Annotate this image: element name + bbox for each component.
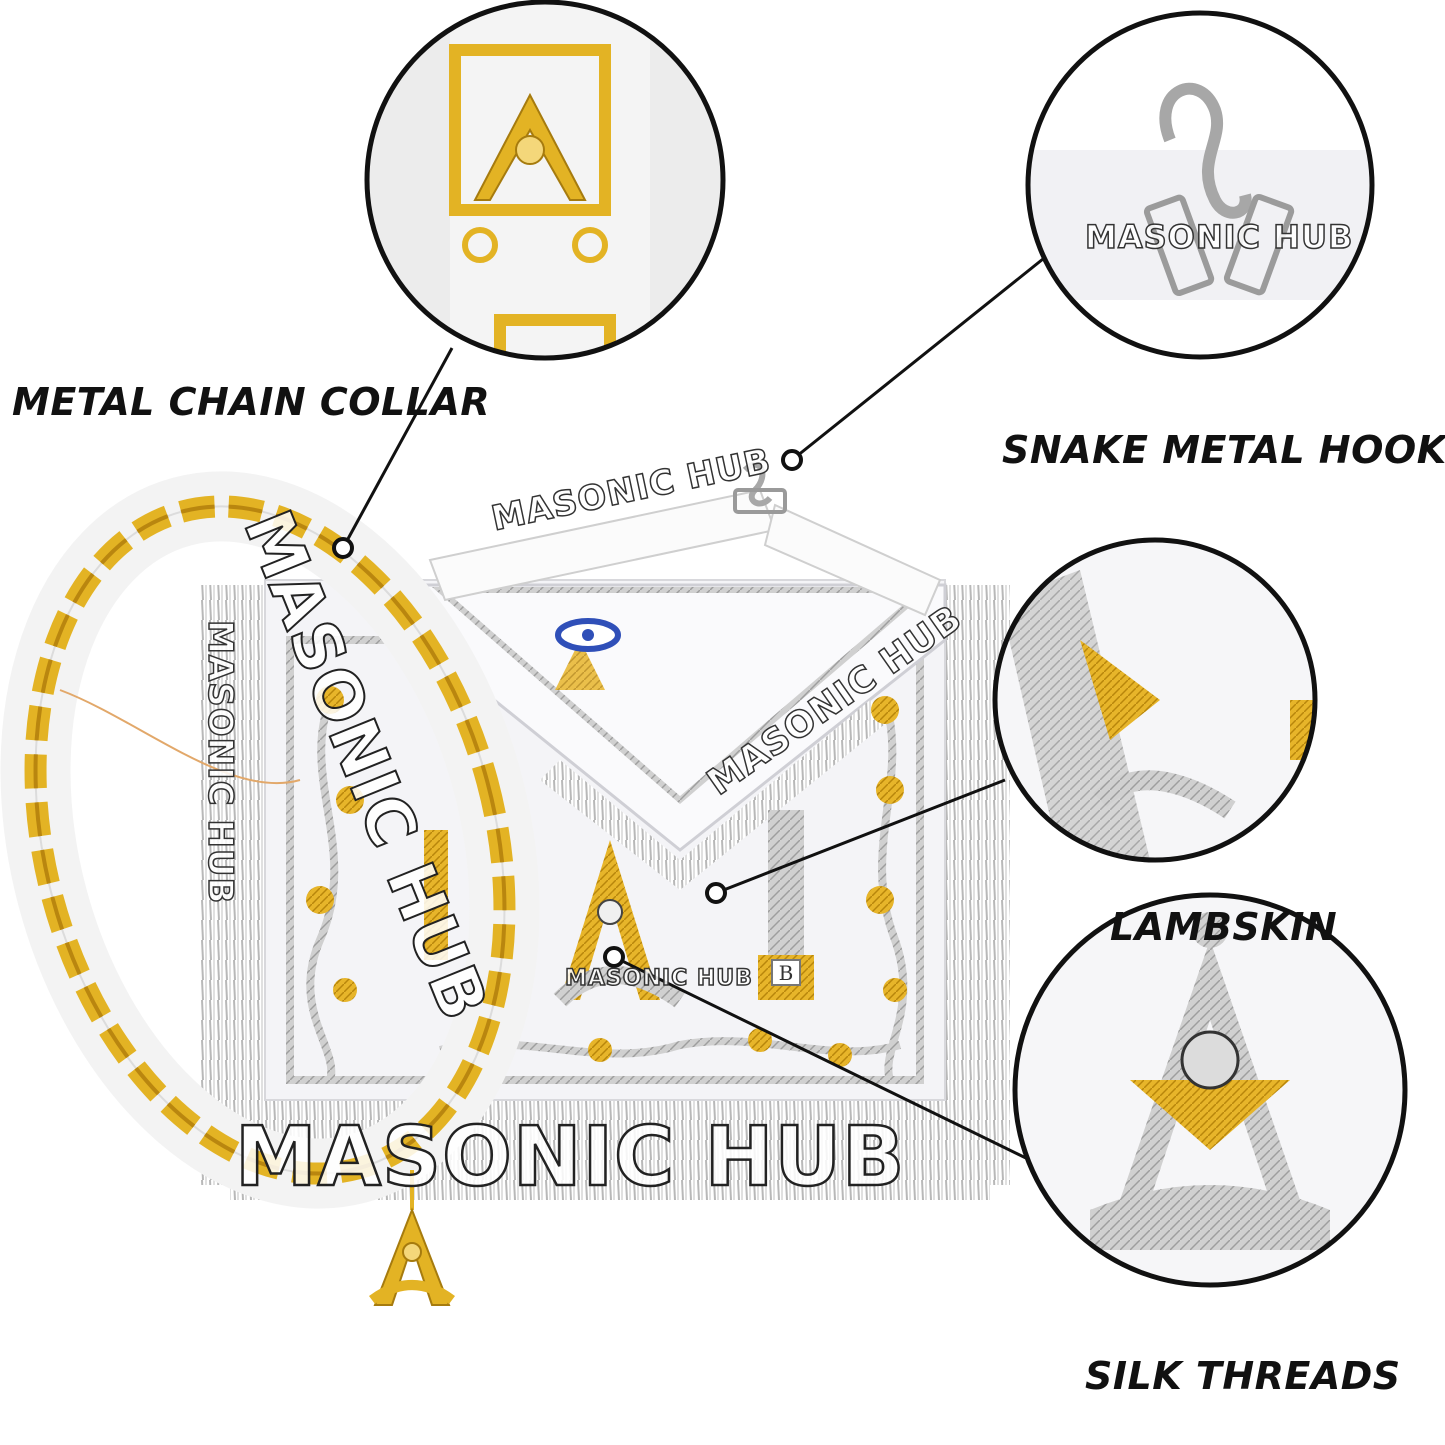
detail-circle-hook	[1025, 10, 1375, 360]
vine-decoration-left	[306, 686, 364, 1082]
label-lambskin: LAMBSKIN	[1110, 905, 1338, 949]
detail-circle-silk	[1012, 892, 1408, 1288]
past-master-jewel-icon	[369, 1170, 455, 1306]
compass-emblem-icon	[553, 840, 686, 1008]
callout-dots	[332, 449, 803, 968]
detail-circle-collar	[364, 0, 726, 361]
label-metal-chain-collar: METAL CHAIN COLLAR	[12, 380, 491, 424]
apron-strap	[428, 461, 942, 617]
watermark-apron-left: MASONIC HUB	[199, 619, 241, 905]
callout-dot-lambskin	[705, 882, 727, 904]
label-snake-metal-hook: SNAKE METAL HOOK	[1002, 428, 1445, 472]
label-silk-threads: SILK THREADS	[1085, 1354, 1401, 1398]
watermark-hook: MASONIC HUB	[1084, 217, 1354, 257]
callout-dot-hook	[781, 449, 803, 471]
chain-collar	[0, 471, 540, 1306]
chain-strand	[59, 689, 301, 785]
all-seeing-eye-icon	[555, 618, 621, 690]
column-left-icon	[424, 830, 448, 960]
watermark-emblem: MASONIC HUB	[564, 965, 753, 992]
callout-dot-collar	[332, 537, 354, 559]
callout-dot-silk	[603, 946, 625, 968]
watermark-main: MASONIC HUB	[234, 1109, 906, 1207]
callout-lines	[341, 253, 1049, 1162]
column-right-icon: B	[758, 810, 814, 1000]
detail-circle-lambskin	[992, 537, 1318, 863]
svg-text:B: B	[779, 961, 794, 985]
